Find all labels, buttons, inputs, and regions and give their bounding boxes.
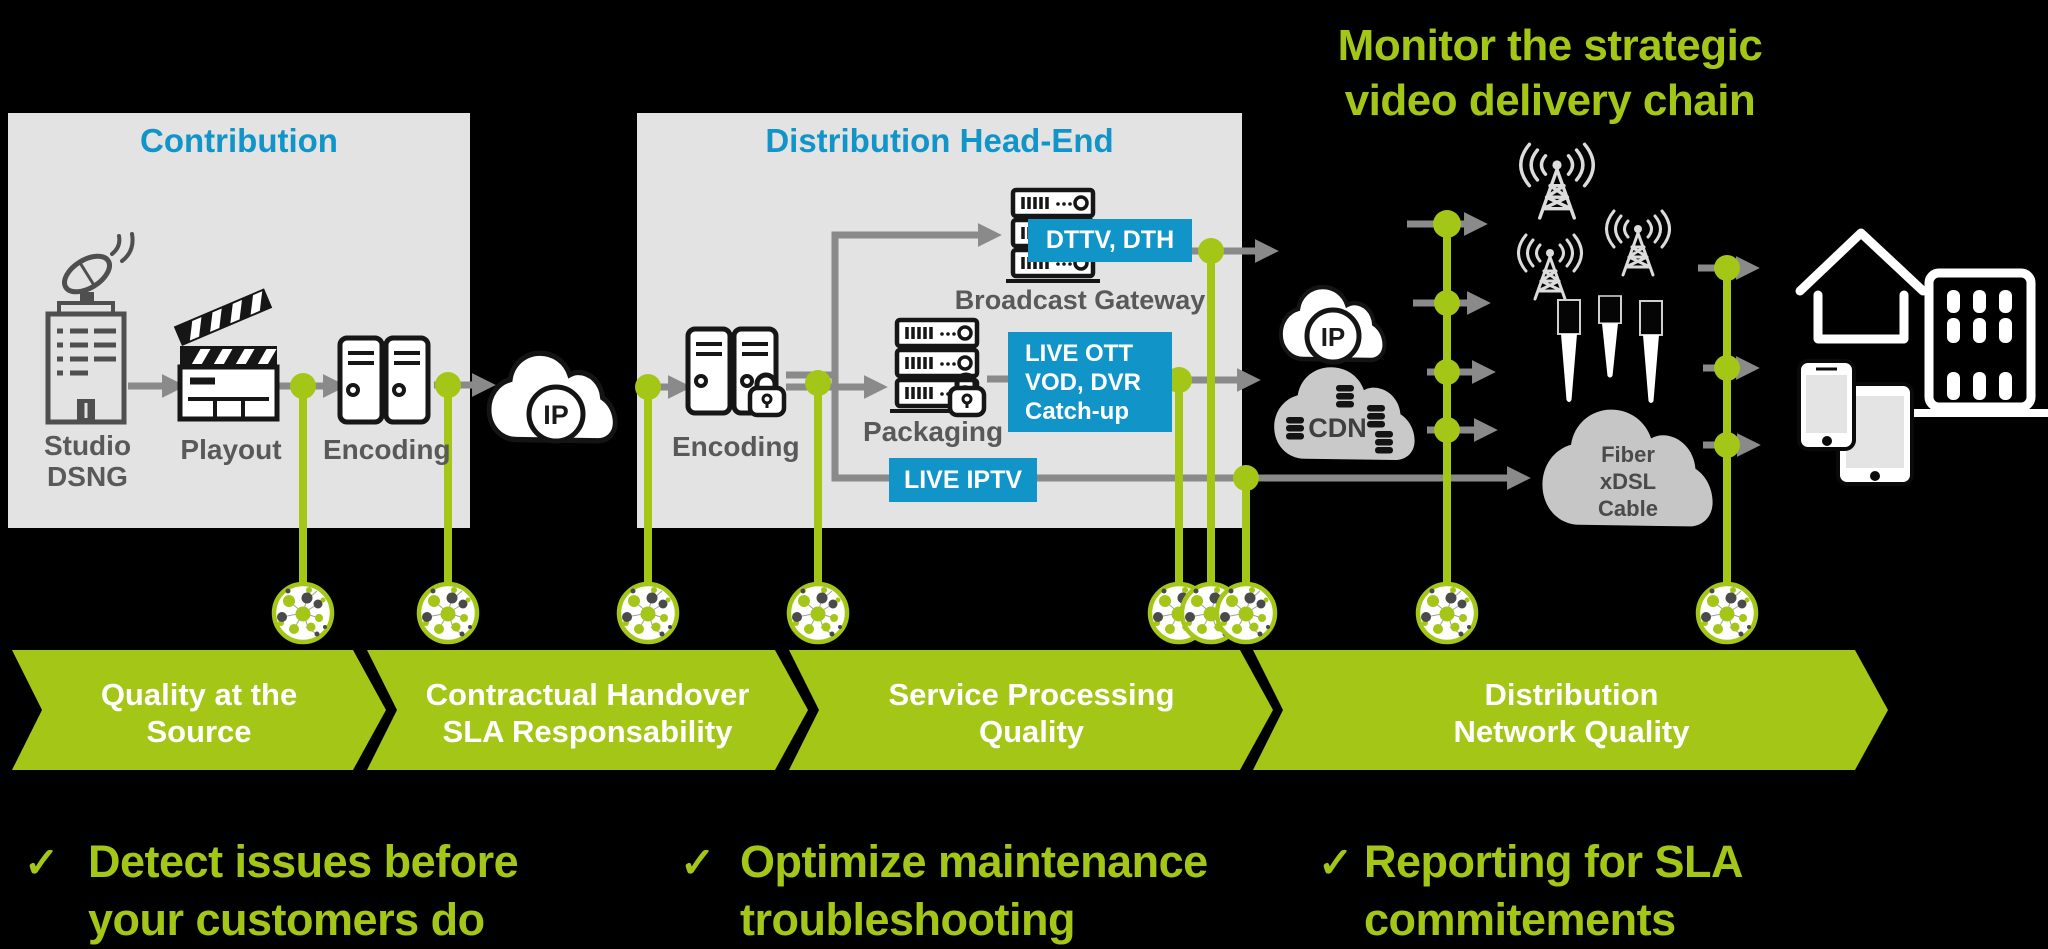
monitoring-sensor-icon bbox=[1217, 584, 1275, 642]
benefit-detect-issues: Detect issues before your customers do bbox=[88, 836, 519, 945]
check-icon: ✓ bbox=[680, 839, 716, 886]
benefit-reporting-sla: Reporting for SLA commitements bbox=[1364, 836, 1743, 945]
antenna-mast-icon bbox=[1557, 299, 1581, 403]
encoding-servers-icon bbox=[340, 338, 428, 422]
chevron-label-distribution-network: Distribution Network Quality bbox=[1453, 677, 1690, 749]
contribution-ip-cloud-label: IP bbox=[543, 400, 569, 430]
radio-towers bbox=[1517, 142, 1671, 404]
chevron-quality-source bbox=[12, 650, 386, 770]
playout-label: Playout bbox=[180, 434, 282, 465]
head-end-encoding-label: Encoding bbox=[672, 431, 800, 462]
cdn-cloud-label: CDN bbox=[1308, 413, 1367, 443]
broadcast-gateway-rack-icon bbox=[1006, 190, 1100, 283]
monitoring-sensor-icon bbox=[1698, 584, 1756, 642]
main-title: Monitor the strategic video delivery cha… bbox=[1270, 18, 1830, 128]
network-ip-cloud-icon bbox=[1281, 287, 1385, 365]
studio-label: Studio DSNG bbox=[43, 430, 132, 492]
smartphone-icon bbox=[1797, 359, 1856, 451]
chevron-label-quality-source: Quality at the Source bbox=[100, 677, 298, 749]
database-icon bbox=[1375, 431, 1393, 454]
monitoring-sensor-icon bbox=[619, 584, 677, 642]
clapperboard-icon bbox=[173, 288, 280, 422]
iptv-badge: LIVE IPTV bbox=[889, 458, 1037, 502]
main-title-line1: Monitor the strategic bbox=[1337, 21, 1763, 70]
monitoring-sensor-icon bbox=[274, 584, 332, 642]
head-end-title: Distribution Head-End bbox=[765, 122, 1114, 159]
benefit-optimize-maintenance: Optimize maintenance troubleshooting bbox=[740, 836, 1208, 945]
packaging-rack-icon bbox=[890, 320, 984, 415]
monitoring-sensor-icon bbox=[419, 584, 477, 642]
fiber-cloud-label: Fiber xDSL Cable bbox=[1598, 442, 1658, 521]
ott-badge: LIVE OTT VOD, DVR Catch-up bbox=[1008, 332, 1172, 432]
building-icon bbox=[1912, 268, 2048, 417]
chevron-service-processing bbox=[789, 650, 1273, 770]
radio-tower-icon bbox=[1517, 233, 1583, 301]
satellite-studio-icon bbox=[45, 232, 135, 425]
house-icon bbox=[1795, 228, 1928, 344]
antenna-mast-icon bbox=[1639, 300, 1663, 404]
antenna-mast-icon bbox=[1598, 295, 1622, 379]
monitoring-sensors bbox=[274, 584, 1756, 642]
encoding-label: Encoding bbox=[323, 434, 451, 465]
radio-tower-icon bbox=[1519, 142, 1595, 220]
radio-tower-icon bbox=[1605, 209, 1671, 277]
head-end-encoding-servers-icon bbox=[688, 329, 784, 415]
check-icon: ✓ bbox=[24, 839, 60, 886]
network-ip-cloud-label: IP bbox=[1320, 322, 1346, 352]
chevron-label-service-processing: Service Processing Quality bbox=[888, 677, 1175, 749]
monitoring-sensor-icon bbox=[789, 584, 847, 642]
monitoring-tap-dots bbox=[290, 210, 1740, 491]
chevron-contractual-handover bbox=[367, 650, 808, 770]
dttv-badge: DTTV, DTH bbox=[1028, 219, 1192, 262]
broadcast-gateway-label: Broadcast Gateway bbox=[954, 285, 1206, 315]
monitoring-drop-lines bbox=[299, 224, 1731, 586]
database-icon bbox=[1336, 385, 1354, 408]
check-icon: ✓ bbox=[1318, 839, 1354, 886]
packaging-label: Packaging bbox=[863, 416, 1004, 447]
contribution-ip-cloud-icon bbox=[489, 353, 615, 441]
main-title-line2: video delivery chain bbox=[1344, 76, 1756, 125]
chevron-label-contractual-handover: Contractual Handover SLA Responsability bbox=[425, 677, 750, 749]
chevron-distribution-network bbox=[1253, 650, 1888, 770]
contribution-title: Contribution bbox=[140, 122, 338, 159]
monitoring-sensor-icon bbox=[1418, 584, 1476, 642]
